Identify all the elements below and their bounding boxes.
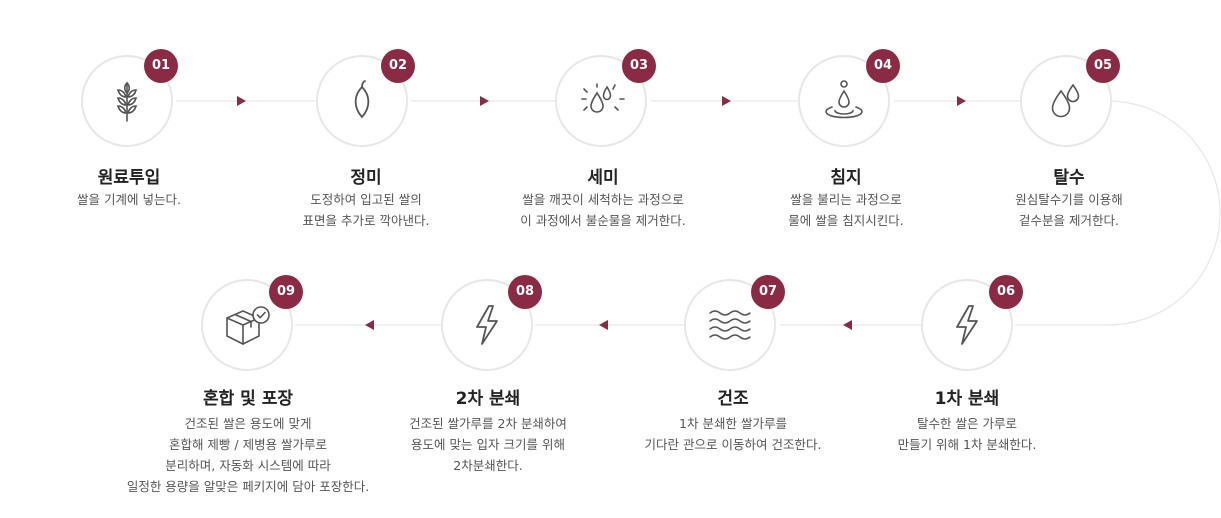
step-04: 04 침지 쌀을 불리는 과정으로 물에 쌀을 침지시킨다.: [726, 49, 966, 294]
step-number-badge: 05: [1086, 49, 1120, 83]
step-05: 05 탈수 원심탈수기를 이용해 겉수분을 제거한다.: [949, 49, 1189, 294]
step-number-badge: 03: [622, 49, 656, 83]
arrow-left-icon: [365, 320, 374, 330]
step-08: 08 2차 분쇄 건조된 쌀가루를 2차 분쇄하여 용도에 맞는 입자 크기를 …: [368, 275, 608, 518]
step-06: 06 1차 분쇄 탈수한 쌀은 가루로 만들기 위해 1차 분쇄한다.: [847, 275, 1087, 518]
step-title: 정미: [350, 168, 382, 188]
step-02: 02 정미 도정하여 입고된 쌀의 표면을 추가로 깍아낸다.: [246, 49, 486, 294]
step-description: 탈수한 쌀은 가루로 만들기 위해 1차 분쇄한다.: [897, 416, 1037, 452]
step-03: 03 세미 쌀을 깨끗이 세척하는 과정으로 이 과정에서 불순물을 제거한다.: [483, 49, 723, 294]
arrow-right-icon: [237, 96, 246, 106]
step-title: 침지: [830, 168, 862, 188]
arrow-left-icon: [599, 320, 608, 330]
water-ripple-icon: [825, 80, 863, 119]
step-number-badge: 01: [144, 49, 178, 83]
step-number-badge: 04: [866, 49, 900, 83]
step-description: 쌀을 불리는 과정으로 물에 쌀을 침지시킨다.: [788, 192, 904, 228]
step-description: 건조된 쌀가루를 2차 분쇄하여 용도에 맞는 입자 크기를 위해 2차분쇄한다…: [409, 416, 567, 473]
step-description: 원심탈수기를 이용해 겉수분을 제거한다.: [1015, 192, 1123, 228]
arrow-right-icon: [480, 96, 489, 106]
step-09: 09 혼합 및 포장 건조된 쌀은 용도에 맞게 혼합해 제빵 / 제병용 쌀가…: [127, 275, 369, 518]
step-number-badge: 08: [508, 275, 542, 309]
lightning-icon: [476, 305, 498, 345]
step-title: 2차 분쇄: [455, 389, 521, 409]
step-title: 원료투입: [97, 168, 161, 188]
step-description: 도정하여 입고된 쌀의 표면을 추가로 깍아낸다.: [302, 192, 430, 228]
step-number-badge: 06: [989, 275, 1023, 309]
step-description: 쌀을 깨끗이 세척하는 과정으로 이 과정에서 불순물을 제거한다.: [520, 192, 686, 228]
step-description: 쌀을 기계에 넣는다.: [77, 192, 181, 207]
arrow-right-icon: [722, 96, 731, 106]
step-01: 01 원료투입 쌀을 기계에 넣는다.: [9, 49, 249, 294]
step-07: 07 건조 1차 분쇄한 쌀가루를 기다란 관으로 이동하여 건조한다.: [613, 275, 853, 518]
step-number-badge: 09: [269, 275, 303, 309]
rice-grain-icon: [354, 80, 370, 119]
step-title: 건조: [717, 389, 749, 409]
step-description: 건조된 쌀은 용도에 맞게 혼합해 제빵 / 제병용 쌀가루로 분리하며, 자동…: [126, 416, 370, 494]
step-number-badge: 02: [381, 49, 415, 83]
step-circle: [441, 279, 533, 371]
arrow-right-icon: [957, 96, 966, 106]
step-title: 세미: [587, 168, 619, 188]
sparkling-drops-icon: [581, 83, 625, 113]
box-check-icon: [226, 306, 270, 345]
process-flow-connectors: [176, 96, 1221, 330]
step-number-badge: 07: [751, 275, 785, 309]
double-drops-icon: [1051, 83, 1080, 118]
step-title: 혼합 및 포장: [202, 389, 294, 409]
step-title: 1차 분쇄: [934, 389, 1000, 409]
arrow-left-icon: [843, 320, 852, 330]
step-title: 탈수: [1053, 168, 1085, 188]
waves-icon: [709, 310, 751, 340]
step-description: 1차 분쇄한 쌀가루를 기다란 관으로 이동하여 건조한다.: [644, 416, 822, 452]
wheat-icon: [116, 81, 138, 122]
lightning-icon: [956, 305, 978, 345]
step-circle: [81, 55, 173, 147]
